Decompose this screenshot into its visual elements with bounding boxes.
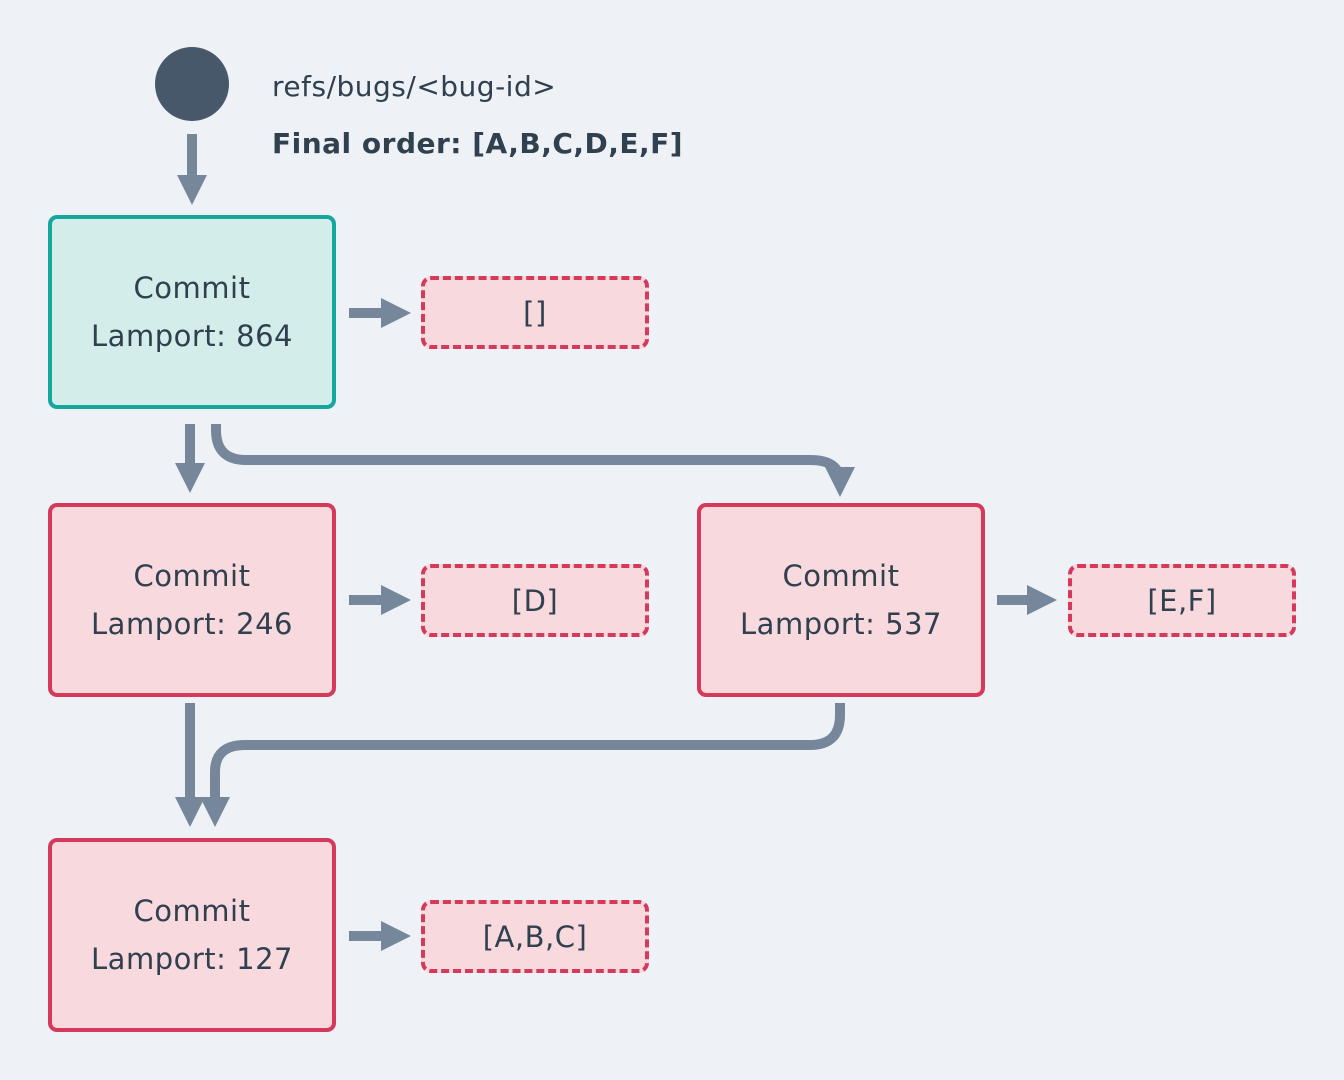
commit-node-127: Commit Lamport: 127 <box>48 838 336 1032</box>
commit-title: Commit <box>782 559 900 593</box>
payload-box-537: [E,F] <box>1068 564 1296 637</box>
commit-lamport-label: Lamport: 127 <box>91 942 293 976</box>
commit-node-864: Commit Lamport: 864 <box>48 215 336 409</box>
payload-box-246: [D] <box>421 564 649 637</box>
commit-title: Commit <box>133 271 251 305</box>
commit-node-246: Commit Lamport: 246 <box>48 503 336 697</box>
commit-lamport-label: Lamport: 537 <box>740 607 942 641</box>
commit-node-537: Commit Lamport: 537 <box>697 503 985 697</box>
payload-box-864: [] <box>421 276 649 349</box>
payload-text: [] <box>523 295 547 330</box>
ref-head-circle <box>155 47 229 121</box>
commit-lamport-label: Lamport: 864 <box>91 319 293 353</box>
payload-text: [A,B,C] <box>482 919 588 954</box>
commit-lamport-label: Lamport: 246 <box>91 607 293 641</box>
payload-text: [D] <box>511 583 559 618</box>
commit-title: Commit <box>133 894 251 928</box>
payload-text: [E,F] <box>1147 583 1217 618</box>
edge-commit-537-to-commit-127 <box>200 703 845 827</box>
payload-box-127: [A,B,C] <box>421 900 649 973</box>
final-order-label: Final order: [A,B,C,D,E,F] <box>272 127 684 160</box>
commit-title: Commit <box>133 559 251 593</box>
ref-name-label: refs/bugs/<bug-id> <box>272 70 557 103</box>
edge-commit-864-to-commit-537 <box>211 424 855 497</box>
